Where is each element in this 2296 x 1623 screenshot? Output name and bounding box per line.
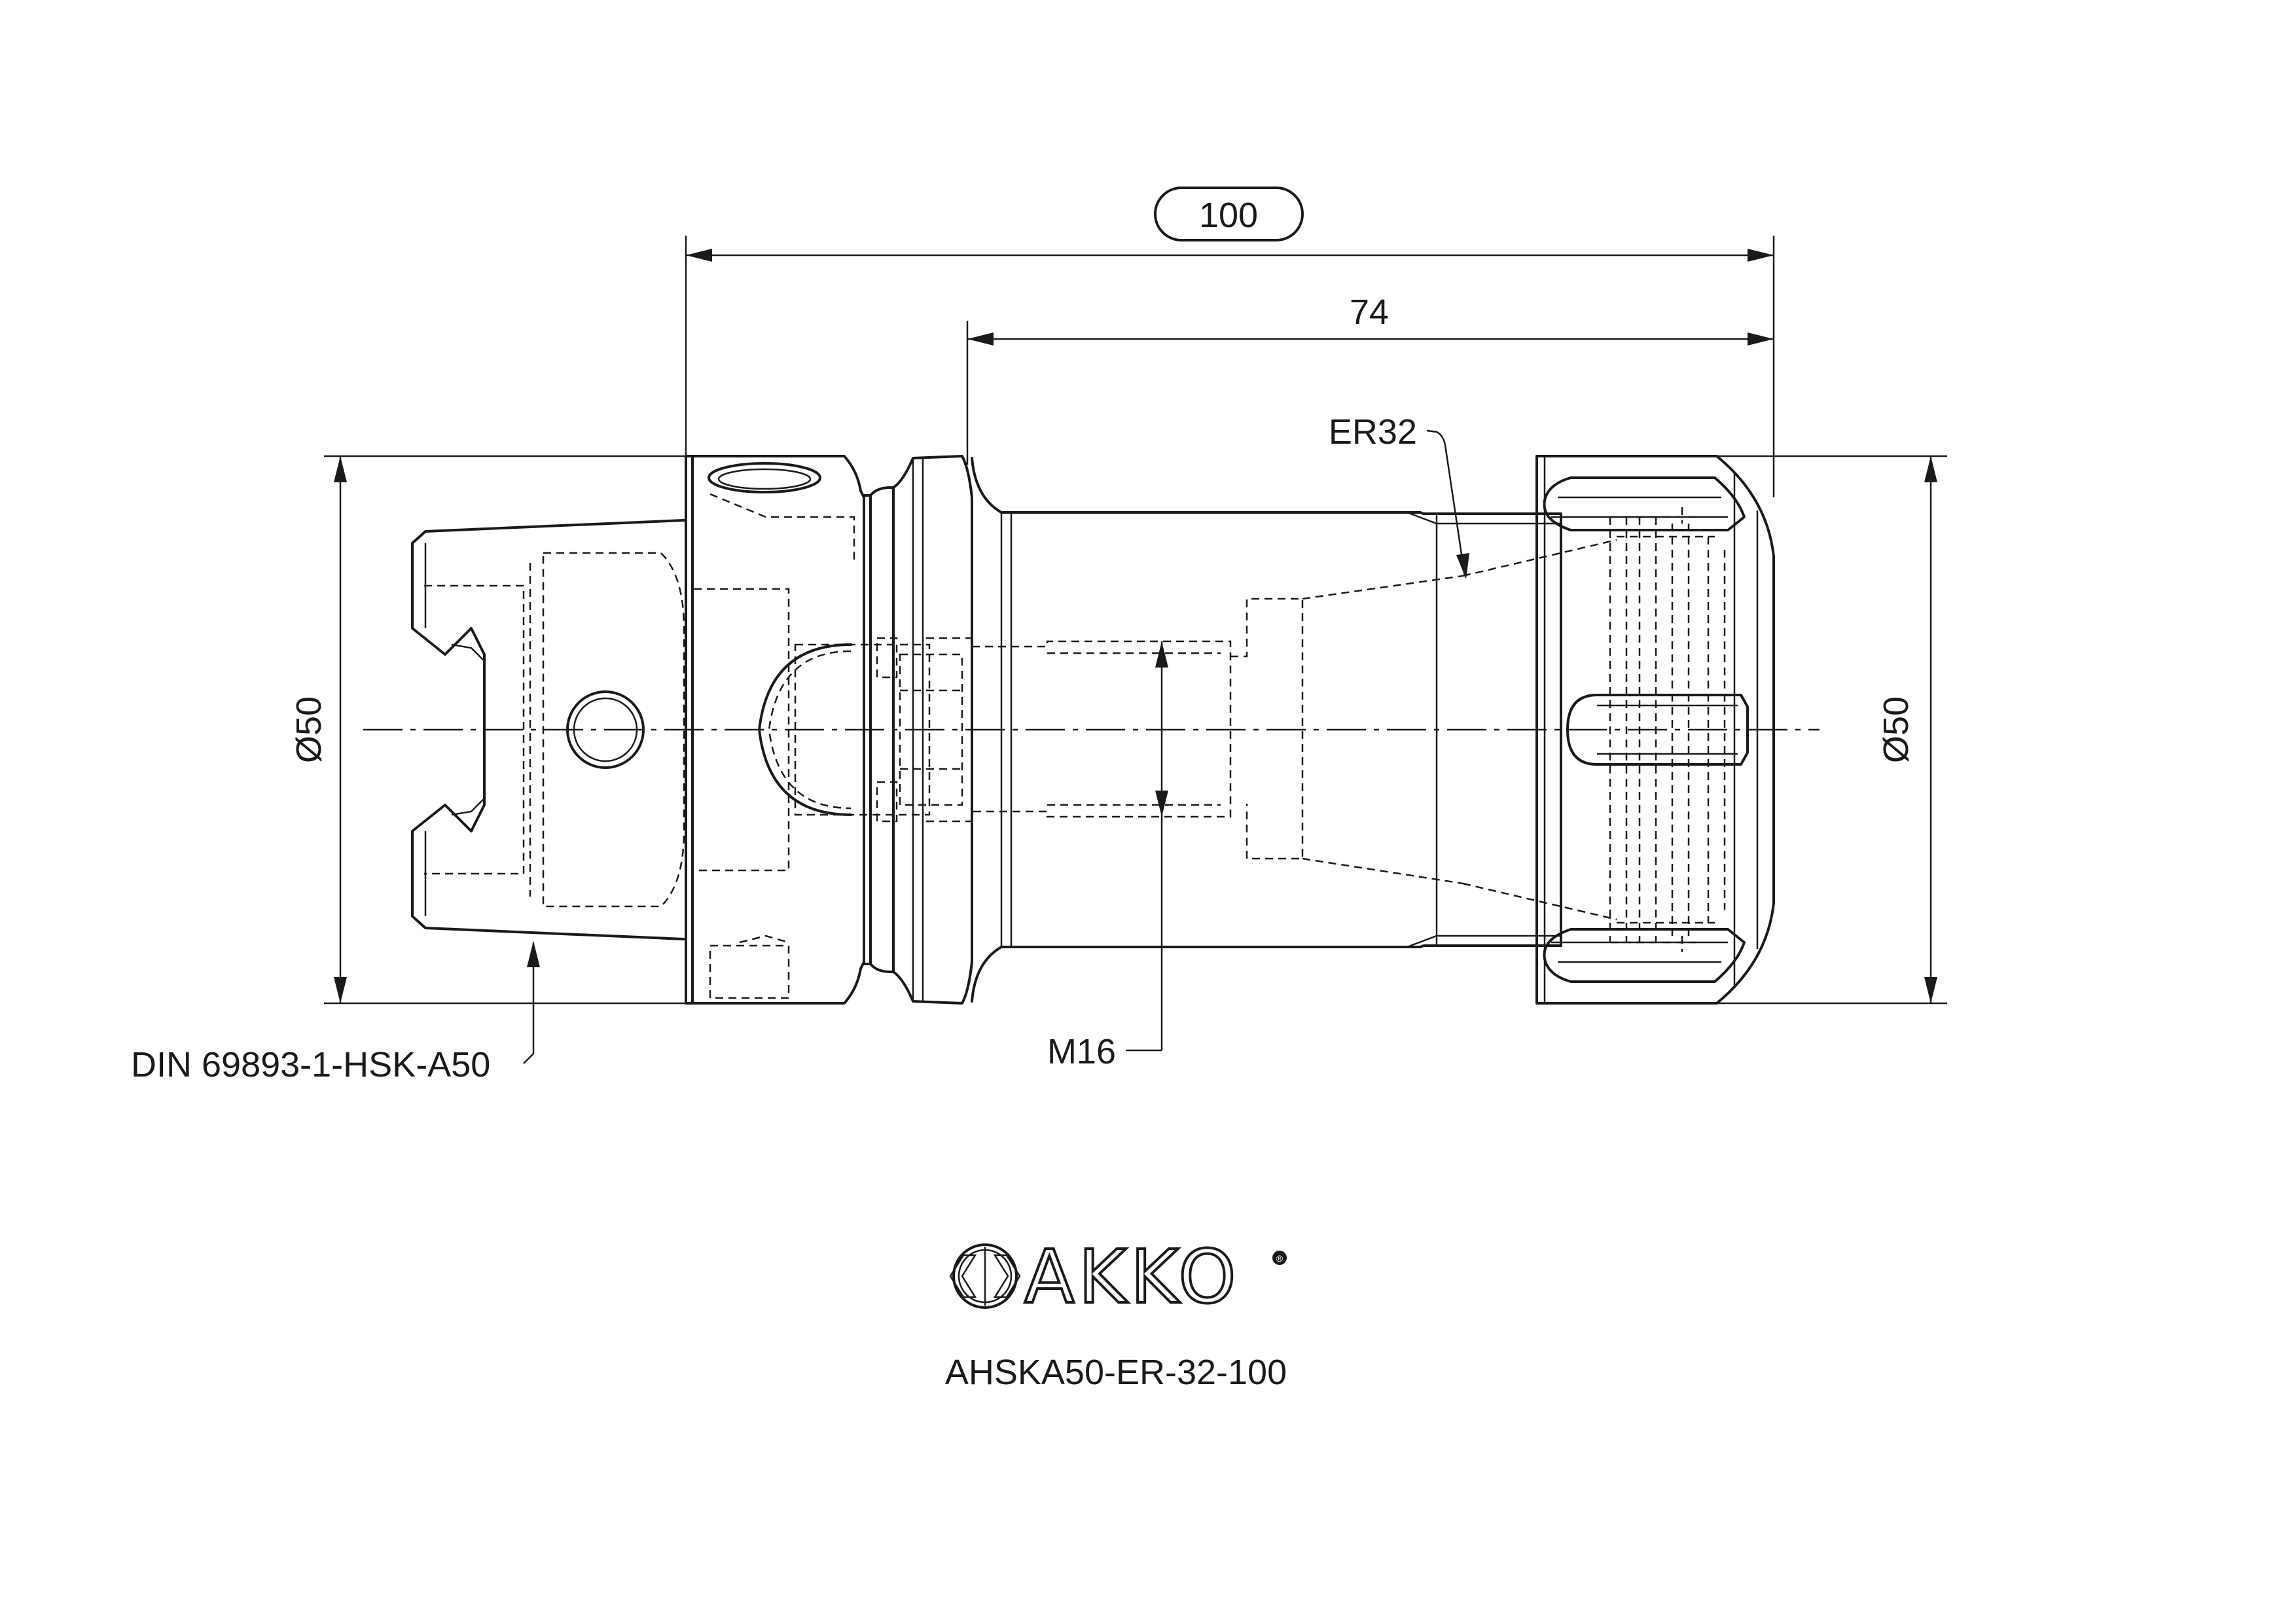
collet-type-label: ER32	[1329, 412, 1417, 452]
clamp-ball	[758, 643, 852, 816]
hsk-taper	[411, 519, 685, 940]
shank-neck	[971, 457, 1617, 1003]
leader-taper-standard: DIN 69893-1-HSK-A50	[131, 941, 540, 1084]
dimension-frame	[1154, 187, 1304, 241]
cross-hole	[566, 690, 645, 769]
dimension-overall-length: 100	[685, 187, 1775, 497]
left-diameter-label: Ø50	[289, 696, 329, 763]
collet-nut	[1535, 455, 1775, 1005]
brand-logo: AKKO ®	[949, 1234, 1287, 1321]
part-number: AHSKA50-ER-32-100	[945, 1353, 1287, 1392]
drive-slot	[708, 462, 821, 493]
shank-length-label: 74	[1350, 293, 1389, 332]
right-diameter-label: Ø50	[1876, 696, 1916, 763]
leader-collet-type: ER32	[1329, 412, 1469, 579]
thread-label: M16	[1047, 1032, 1116, 1071]
logo-emblem-icon	[952, 1243, 1018, 1309]
overall-length-label: 100	[1199, 196, 1258, 235]
dimension-left-diameter: Ø50	[289, 455, 686, 1005]
dimension-right-diameter: Ø50	[1717, 455, 1947, 1005]
flange-body	[685, 455, 973, 1005]
center-key	[1566, 694, 1749, 766]
dimension-thread: M16	[1047, 641, 1168, 1071]
dimension-shank-length: 74	[966, 293, 1774, 465]
registered-mark: ®	[1276, 1253, 1283, 1264]
taper-standard-label: DIN 69893-1-HSK-A50	[131, 1045, 490, 1084]
brand-name: AKKO	[1024, 1235, 1240, 1320]
